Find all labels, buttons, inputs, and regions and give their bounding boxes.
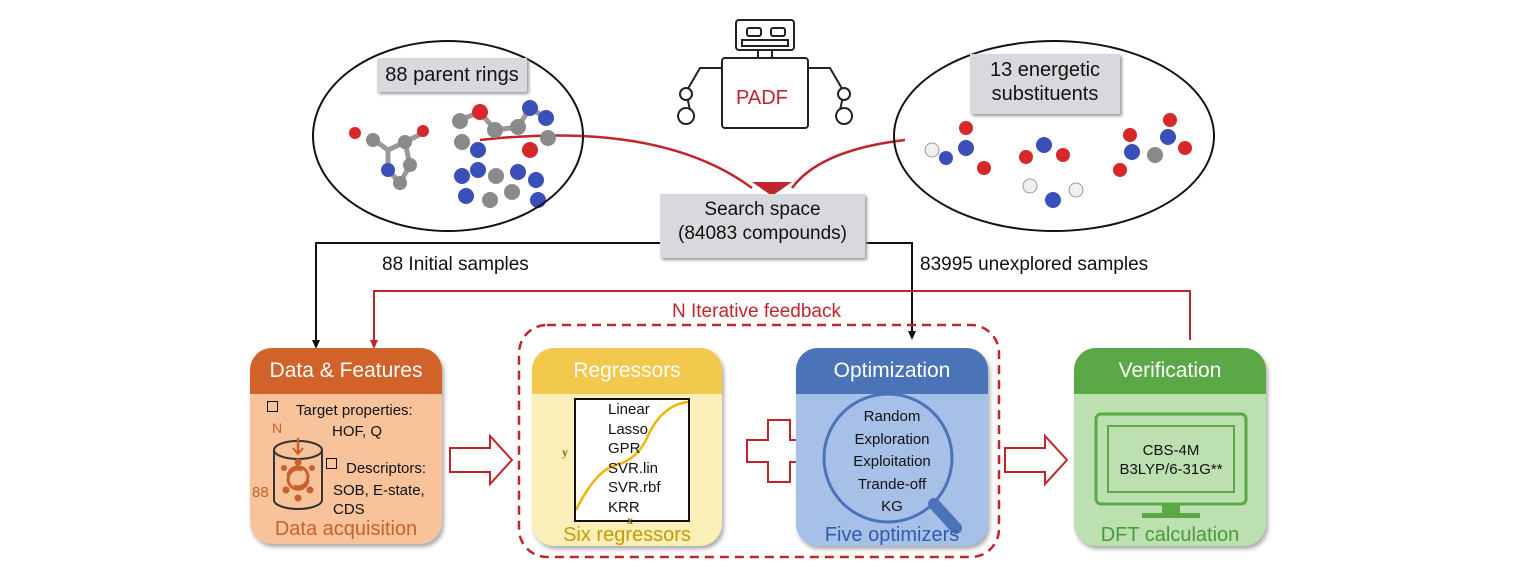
unexplored-samples-arrow (866, 242, 916, 340)
target-label: Target properties: (296, 402, 413, 419)
regressor-item: Linear (608, 401, 650, 418)
search-space-box: Search space (84083 compounds) (660, 194, 865, 258)
data-features-panel: Data & Features Target properties: HOF, … (250, 348, 442, 544)
descriptors-checkbox (326, 458, 337, 469)
verification-line1: CBS-4M (1142, 442, 1200, 459)
search-space-line2: (84083 compounds) (678, 223, 847, 244)
initial-samples-arrow (312, 242, 660, 349)
regressor-item: KRR (608, 498, 640, 516)
optimizer-item: Random (863, 408, 921, 425)
x-axis-label: x (627, 513, 633, 527)
hollow-arrow-1 (449, 433, 514, 487)
optimizer-item: Exploration (854, 430, 930, 448)
substituents-label: 13 energetic substituents (970, 54, 1120, 114)
verification-line2: B3LYP/6-31G** (1119, 461, 1223, 478)
data-features-footer: Data acquisition (274, 518, 418, 540)
data-features-title: Data & Features (250, 348, 442, 394)
target-values: HOF, Q (332, 423, 383, 440)
parent-rings-ellipse (312, 40, 584, 232)
regressors-footer: Six regressors (563, 524, 691, 546)
feedback-loop (370, 290, 1191, 349)
converge-arrowhead (752, 182, 792, 196)
optimizer-item: Exploitation (853, 453, 931, 470)
verification-footer: DFT calculation (1100, 524, 1240, 546)
regressors-panel: Regressors y x Linear Lasso GPR SVR.lin … (532, 348, 722, 546)
optimizer-item: KG (881, 498, 903, 515)
regressor-item: SVR.rbf (608, 479, 661, 496)
magnifier-icon (796, 348, 988, 546)
verification-panel: Verification CBS-4M B3LYP/6-31G** DFT ca… (1074, 348, 1266, 546)
regressor-item: SVR.lin (608, 459, 659, 477)
regressor-item: Lasso (608, 420, 649, 438)
optimization-panel: Optimization Random Exploration Exploita… (796, 348, 988, 546)
regressors-title: Regressors (532, 348, 722, 394)
database-icon (268, 438, 328, 518)
n-label: N (272, 420, 283, 436)
substituents-line2: substituents (991, 83, 1099, 105)
substituents-line1: 13 energetic (989, 59, 1101, 81)
optimizer-item: Trande-off (857, 475, 927, 493)
descriptors-line2: CDS (333, 501, 365, 518)
parent-rings-label: 88 parent rings (377, 58, 527, 92)
monitor-icon (1074, 348, 1266, 546)
optimization-footer: Five optimizers (824, 524, 960, 546)
y-axis-label: y (562, 445, 568, 459)
count-label: 88 (252, 484, 269, 501)
regressor-plot (574, 398, 690, 522)
target-checkbox (267, 401, 278, 412)
regressor-list: Linear Lasso GPR SVR.lin SVR.rbf KRR (608, 400, 661, 517)
descriptors-line1: SOB, E-state, (333, 482, 425, 499)
unexplored-samples-label: 83995 unexplored samples (920, 254, 1149, 275)
converge-arrow-right (790, 138, 906, 189)
regressor-item: GPR (608, 440, 641, 457)
robot-icon (677, 19, 853, 129)
optimization-title: Optimization (796, 348, 988, 394)
dashed-group-box (517, 323, 1001, 559)
hollow-arrow-2 (1004, 433, 1069, 487)
search-space-line1: Search space (704, 199, 821, 220)
substituents-ellipse (893, 40, 1215, 232)
feedback-label: N Iterative feedback (672, 301, 841, 322)
verification-title: Verification (1074, 348, 1266, 394)
descriptors-label: Descriptors: (346, 460, 427, 477)
initial-samples-label: 88 Initial samples (382, 254, 529, 275)
optimizer-list: Random Exploration Exploitation Trande-o… (796, 406, 988, 519)
robot-label: PADF (736, 87, 788, 109)
